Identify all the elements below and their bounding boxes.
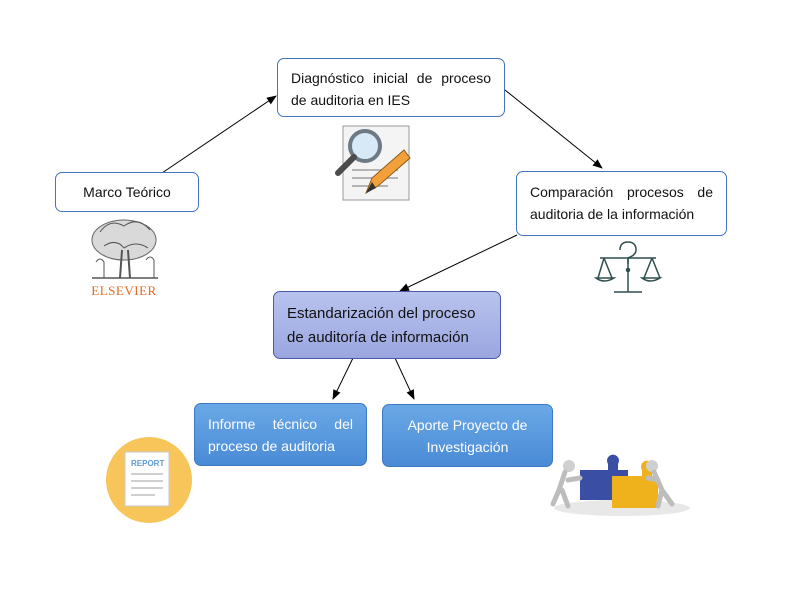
node-estandarizacion-line2: de auditoría de información — [287, 329, 469, 346]
node-comparacion: Comparación procesos de auditoria de la … — [516, 171, 727, 236]
node-comparacion-line2: auditoria de la información — [530, 206, 695, 222]
node-comparacion-line1: Comparación procesos de — [530, 184, 713, 200]
arrow-comparacion-to-estandarizacion — [399, 234, 518, 292]
arrow-marco-to-diagnostico — [161, 95, 277, 174]
arrow-diagnostico-to-comparacion — [504, 89, 603, 169]
node-diagnostico: Diagnóstico inicial de proceso de audito… — [277, 58, 505, 117]
node-informe-line1: Informe técnico del — [208, 416, 353, 432]
arrow-estandarizacion-to-aporte — [394, 357, 415, 400]
node-informe-line2: proceso de auditoria — [208, 438, 335, 454]
arrow-estandarizacion-to-informe — [332, 357, 354, 400]
node-informe: Informe técnico del proceso de auditoria — [194, 403, 367, 466]
node-diagnostico-line1: Diagnóstico inicial de proceso — [291, 70, 491, 86]
node-estandarizacion-line1: Estandarización del proceso — [287, 305, 476, 322]
node-aporte-line2: Investigación — [426, 439, 509, 455]
node-marco-teorico: Marco Teórico — [55, 172, 199, 212]
node-aporte: Aporte Proyecto de Investigación — [382, 404, 553, 467]
node-diagnostico-line2: de auditoria en IES — [291, 92, 411, 108]
node-marco-teorico-label: Marco Teórico — [83, 184, 171, 200]
elsevier-logo-text: ELSEVIER — [91, 283, 157, 298]
node-aporte-line1: Aporte Proyecto de — [407, 417, 528, 433]
node-estandarizacion: Estandarización del proceso de auditoría… — [273, 291, 501, 359]
